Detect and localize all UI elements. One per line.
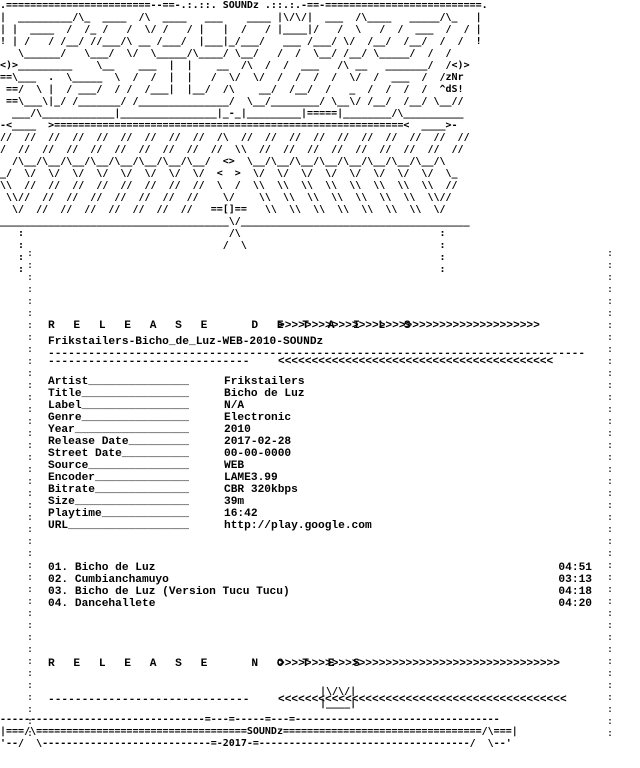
detail-value: WEB [224,460,245,472]
release-name: Frikstailers-Bicho_de_Luz-WEB-2010-SOUND… [48,336,324,348]
detail-key: Artist_______________ [48,376,189,388]
crown-icon: |\/\/| |____| [320,686,357,709]
detail-value: Bicho de Luz [224,388,305,400]
detail-row: Genre________________ Electronic [48,412,608,424]
detail-key: Source_______________ [48,460,189,472]
arrows-left: <<<<<<<<<<<<<<<<<<<<<<<<<<<<<<<<<<<<<<<<… [278,356,554,368]
detail-value: N/A [224,400,245,412]
detail-value: CBR 320kbps [224,484,298,496]
footer-ascii-border: ----------------------------------=---=-… [0,714,518,749]
detail-row: Label________________ N/A [48,400,608,412]
detail-key: Label________________ [48,400,189,412]
soundz-ascii-banner: .========================--==-.:.::. SOU… [0,0,488,275]
release-details-dash-rule: ------------------------------ [48,356,250,368]
detail-key: Bitrate______________ [48,484,189,496]
detail-value: http://play.google.com [224,520,372,532]
track-title: 02. Cumbianchamuyo [48,574,169,586]
right-frame-border: : : : : : : : : : : : : : : : : : : : : … [607,248,614,739]
track-time: 04:51 [558,562,592,574]
track-row: 03. Bicho de Luz (Version Tucu Tucu) 04:1… [48,586,592,598]
detail-value: 2010 [224,424,251,436]
release-details-header: R E L E A S E D E T A I L S ------------… [48,296,608,368]
detail-key: Size_________________ [48,496,189,508]
detail-row: Title________________ Bicho de Luz [48,388,608,400]
release-name-rule: ----------------------------------------… [48,348,586,360]
track-row: 01. Bicho de Luz 04:51 [48,562,592,574]
detail-value: 39m [224,496,245,508]
track-title: 03. Bicho de Luz (Version Tucu Tucu) [48,586,290,598]
arrows-right: >>>>>>>>>>>>>>>>>>>>>>>>>>>>>>>>>>>>>>> [278,320,540,332]
detail-row: Playtime_____________ 16:42 [48,508,608,520]
track-time: 03:13 [558,574,592,586]
detail-value: LAME3.99 [224,472,278,484]
detail-row: Size_________________ 39m [48,496,608,508]
release-details-arrows: >>>>>>>>>>>>>>>>>>>>>>>>>>>>>>>>>>>>>>> … [278,296,553,392]
detail-value: 16:42 [224,508,258,520]
detail-value: 2017-02-28 [224,436,292,448]
left-frame-border: : : : : : : : : : : : : : : : : : : : : … [27,248,34,739]
release-details-title: R E L E A S E D E T A I L S [48,320,417,332]
detail-row: Street Date__________ 00-00-0000 [48,448,608,460]
detail-key: Encoder______________ [48,472,189,484]
detail-row: Bitrate______________ CBR 320kbps [48,484,608,496]
detail-value: 00-00-0000 [224,448,292,460]
detail-row: Encoder______________ LAME3.99 [48,472,608,484]
detail-row: Release Date_________ 2017-02-28 [48,436,608,448]
detail-key: Playtime_____________ [48,508,189,520]
release-notes-title: R E L E A S E N O T E S [48,658,366,670]
track-time: 04:20 [558,598,592,610]
nfo-content: R E L E A S E D E T A I L S ------------… [48,296,608,706]
arrows-left: <<<<<<<<<<<<<<<<<<<<<<<<<<<<<<<<<<<<<<<<… [278,694,567,706]
detail-row: Year_________________ 2010 [48,424,608,436]
detail-value: Electronic [224,412,292,424]
detail-row: URL__________________ http://play.google.… [48,520,608,532]
detail-key: Release Date_________ [48,436,189,448]
track-row: 04. Dancehallete 04:20 [48,598,592,610]
release-notes-arrows: >>>>>>>>>>>>>>>>>>>>>>>>>>>>>>>>>>>>>>>>… [278,634,567,730]
detail-row: Artist_______________ Frikstailers [48,376,608,388]
release-notes-header: R E L E A S E N O T E S ----------------… [48,634,608,706]
detail-key: URL__________________ [48,520,189,532]
detail-key: Title________________ [48,388,189,400]
track-row: 02. Cumbianchamuyo 03:13 [48,574,592,586]
detail-value: Frikstailers [224,376,305,388]
release-notes-dash-rule: ------------------------------ [48,694,250,706]
track-title: 04. Dancehallete [48,598,156,610]
detail-key: Year_________________ [48,424,189,436]
detail-key: Street Date__________ [48,448,189,460]
track-time: 04:18 [558,586,592,598]
detail-key: Genre________________ [48,412,189,424]
arrows-right: >>>>>>>>>>>>>>>>>>>>>>>>>>>>>>>>>>>>>>>>… [278,658,560,670]
track-title: 01. Bicho de Luz [48,562,156,574]
detail-row: Source_______________ WEB [48,460,608,472]
